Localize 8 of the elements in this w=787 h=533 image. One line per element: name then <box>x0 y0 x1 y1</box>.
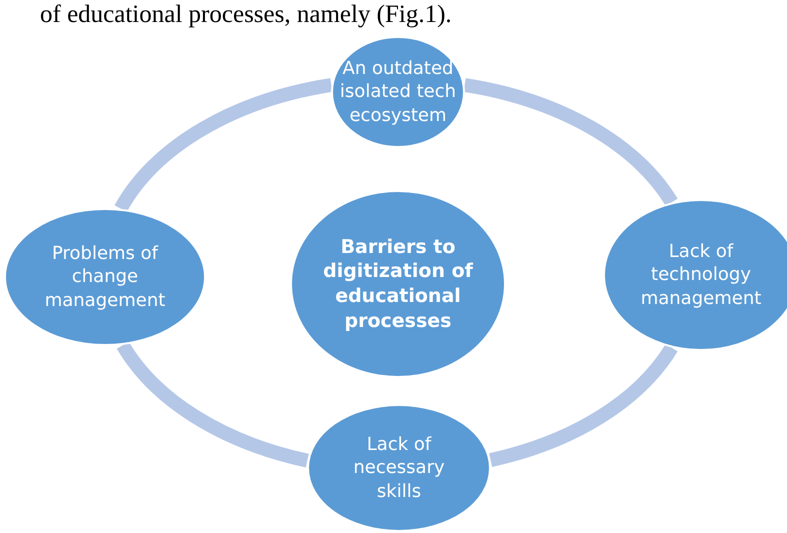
node-text: Lack of technology management <box>640 240 762 310</box>
node-text: An outdated isolated tech ecosystem <box>339 56 457 128</box>
cycle-arc <box>463 78 678 206</box>
node-text: Lack of necessary skills <box>352 432 446 504</box>
node-text: Problems of change management <box>44 242 166 312</box>
cycle-arc <box>488 344 678 467</box>
node-text: Barriers to digitization of educational processes <box>323 234 473 334</box>
body-text: of educational processes, namely (Fig.1). <box>40 0 452 30</box>
